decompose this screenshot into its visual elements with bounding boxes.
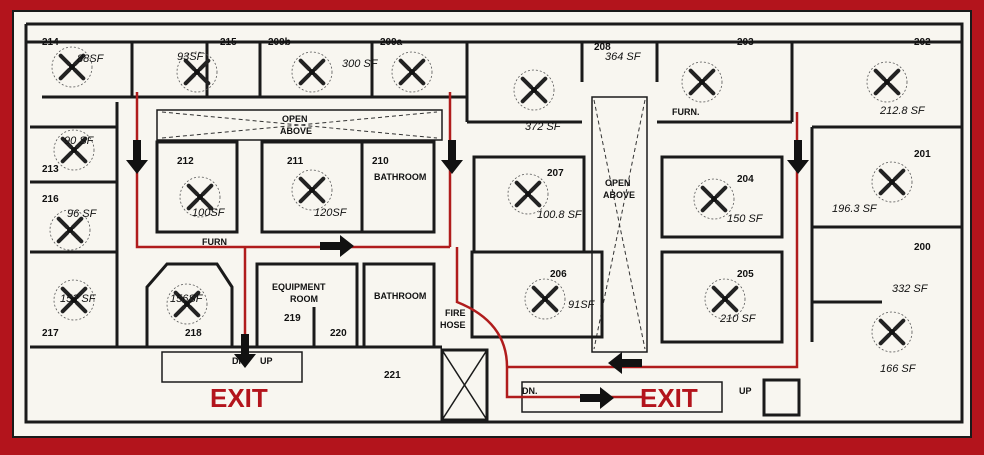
ceiling-fan-icon bbox=[166, 283, 208, 325]
room-number: 208 bbox=[594, 42, 611, 53]
ceiling-fan-icon bbox=[49, 209, 91, 251]
arrow-down-icon bbox=[441, 140, 463, 174]
ceiling-fan-icon bbox=[871, 161, 913, 203]
sf-label: 156SF bbox=[170, 293, 204, 305]
ceiling-fan-icon bbox=[179, 176, 221, 218]
ceiling-fan-icon bbox=[693, 178, 735, 220]
sf-label: 90 SF bbox=[64, 135, 95, 147]
room-number: 212 bbox=[177, 156, 194, 167]
room-number: 217 bbox=[42, 328, 59, 339]
sf-label: 96 SF bbox=[67, 208, 98, 220]
ceiling-fans bbox=[49, 46, 913, 353]
sf-label: 212.8 SF bbox=[879, 105, 926, 117]
floor-plan-sheet: 214 215 209b 209a 208 203 202 213 216 21… bbox=[12, 10, 972, 438]
room-number: 216 bbox=[42, 194, 59, 205]
sf-label: 364 SF bbox=[605, 51, 642, 63]
room-number: 220 bbox=[330, 328, 347, 339]
furn-label: FURN bbox=[202, 237, 227, 247]
room-number: 209b bbox=[268, 37, 291, 48]
ceiling-fan-icon bbox=[513, 69, 555, 111]
arrow-down-icon bbox=[787, 140, 809, 174]
room-number: 210 bbox=[372, 156, 389, 167]
fire-hose-label: HOSE bbox=[440, 320, 466, 330]
arrow-down-icon bbox=[234, 334, 256, 368]
exit-signs: EXIT EXIT bbox=[210, 383, 698, 413]
sf-label: 372 SF bbox=[525, 121, 562, 133]
sf-label: 196.3 SF bbox=[832, 203, 878, 215]
bathroom-label: BATHROOM bbox=[374, 172, 426, 182]
fire-hose-label: FIRE bbox=[445, 308, 466, 318]
open-above-label: ABOVE bbox=[280, 126, 312, 136]
room-number: 200 bbox=[914, 242, 931, 253]
ceiling-fan-icon bbox=[866, 61, 908, 103]
sf-label: 152 SF bbox=[60, 293, 97, 305]
direction-arrows bbox=[126, 140, 809, 409]
square-footage-labels: 88SF 93SF 300 SF 364 SF 212.8 SF 90 SF 9… bbox=[60, 51, 929, 375]
floor-plan: 214 215 209b 209a 208 203 202 213 216 21… bbox=[24, 22, 964, 424]
ceiling-fan-icon bbox=[507, 173, 549, 215]
ceiling-fan-icon bbox=[291, 51, 333, 93]
arrow-down-icon bbox=[126, 140, 148, 174]
sf-label: 120SF bbox=[314, 207, 348, 219]
ceiling-fan-icon bbox=[391, 51, 433, 93]
stair-up-label: UP bbox=[260, 356, 273, 366]
sf-label: 166 SF bbox=[880, 363, 917, 375]
sf-label: 93SF bbox=[177, 51, 205, 63]
arrow-left-icon bbox=[608, 352, 642, 374]
room-number: 204 bbox=[737, 174, 754, 185]
stair-down-label: DN. bbox=[522, 386, 538, 396]
arrow-right-icon bbox=[580, 387, 614, 409]
room-number: 218 bbox=[185, 328, 202, 339]
sf-label: 300 SF bbox=[342, 58, 379, 70]
ceiling-fan-icon bbox=[51, 46, 93, 88]
ceiling-fan-icon bbox=[524, 278, 566, 320]
ceiling-fan-icon bbox=[53, 279, 95, 321]
bathroom-label: BATHROOM bbox=[374, 291, 426, 301]
ceiling-fan-icon bbox=[704, 278, 746, 320]
sf-label: 100.8 SF bbox=[537, 209, 583, 221]
equipment-room-label: EQUIPMENT bbox=[272, 282, 326, 292]
room-number: 214 bbox=[42, 37, 59, 48]
sf-label: 100SF bbox=[192, 207, 226, 219]
open-above-label: OPEN bbox=[282, 114, 308, 124]
exit-sign: EXIT bbox=[640, 383, 698, 413]
stair-up-label: UP bbox=[739, 386, 752, 396]
sf-label: 150 SF bbox=[727, 213, 764, 225]
ceiling-fan-icon bbox=[53, 129, 95, 171]
exit-sign: EXIT bbox=[210, 383, 268, 413]
room-number: 213 bbox=[42, 164, 59, 175]
ceiling-fan-icon bbox=[871, 311, 913, 353]
furn-label: FURN. bbox=[672, 107, 700, 117]
ceiling-fan-icon bbox=[291, 169, 333, 211]
room-number: 202 bbox=[914, 37, 931, 48]
outer-walls bbox=[24, 22, 964, 424]
annotations: OPEN ABOVE OPEN ABOVE FURN FURN. BATHROO… bbox=[202, 107, 752, 396]
sf-label: 91SF bbox=[568, 299, 596, 311]
ceiling-fan-icon bbox=[176, 51, 218, 93]
equipment-room-label: ROOM bbox=[290, 294, 318, 304]
sf-label: 332 SF bbox=[892, 283, 929, 295]
open-above-label: ABOVE bbox=[603, 190, 635, 200]
room-number: 209a bbox=[380, 37, 403, 48]
ceiling-fan-icon bbox=[681, 61, 723, 103]
open-above-label: OPEN bbox=[605, 178, 631, 188]
room-numbers: 214 215 209b 209a 208 203 202 213 216 21… bbox=[42, 37, 931, 381]
room-number: 215 bbox=[220, 37, 237, 48]
sf-label: 210 SF bbox=[719, 313, 757, 325]
arrow-right-icon bbox=[320, 235, 354, 257]
room-number: 201 bbox=[914, 149, 931, 160]
room-number: 203 bbox=[737, 37, 754, 48]
room-number: 206 bbox=[550, 269, 567, 280]
room-number: 221 bbox=[384, 370, 401, 381]
stair-down-label: DN. bbox=[232, 356, 248, 366]
room-number: 219 bbox=[284, 313, 301, 324]
room-number: 207 bbox=[547, 168, 564, 179]
interior-walls bbox=[30, 42, 962, 422]
room-number: 211 bbox=[287, 156, 304, 167]
room-number: 205 bbox=[737, 269, 754, 280]
sf-label: 88SF bbox=[77, 53, 105, 65]
